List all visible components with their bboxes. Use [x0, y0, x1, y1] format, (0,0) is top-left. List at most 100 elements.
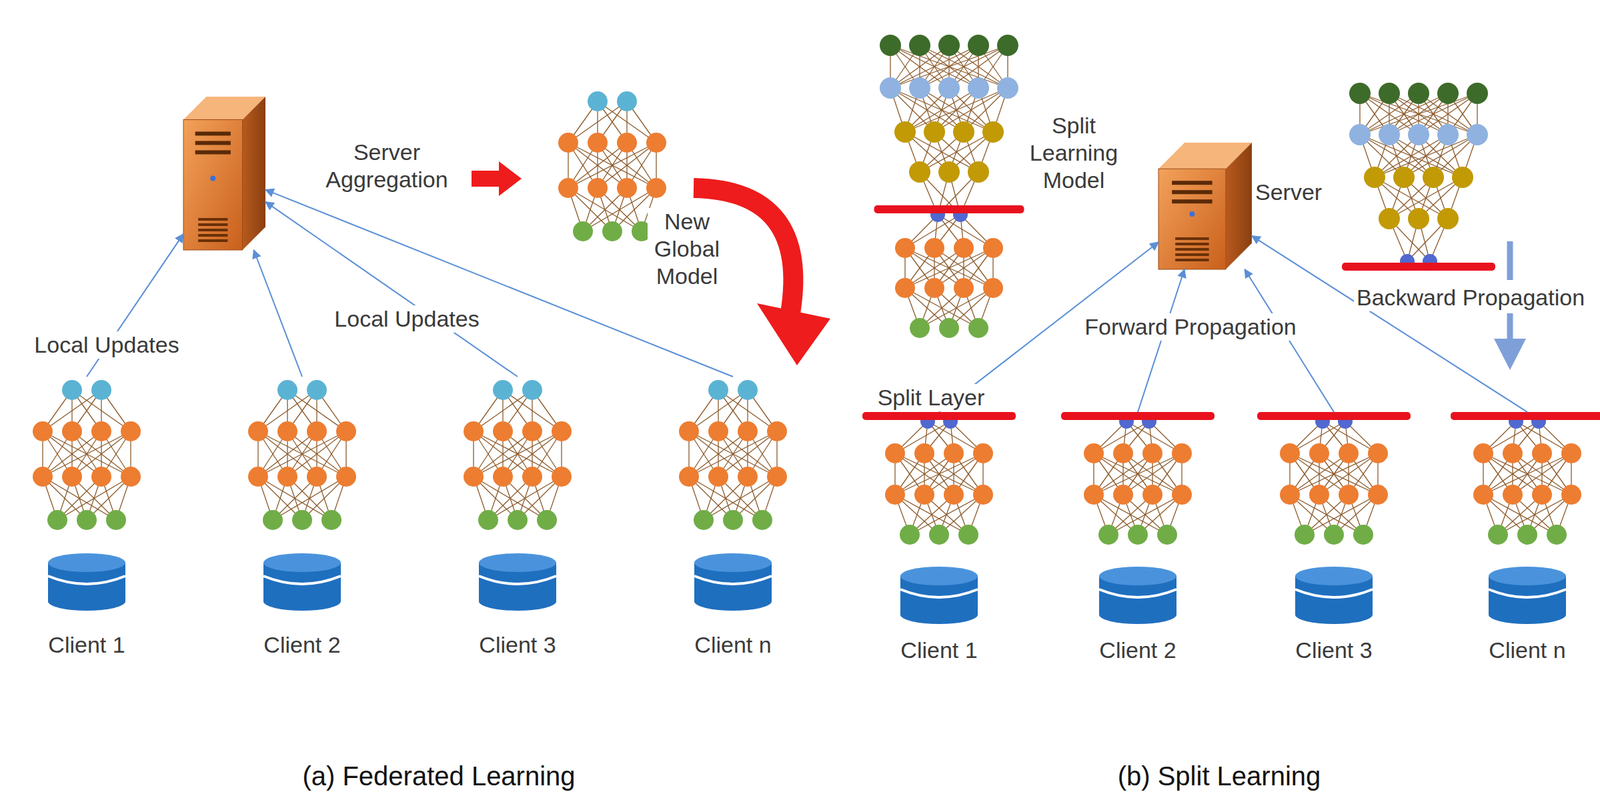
- neural-network: [1349, 82, 1488, 269]
- server-vent: [198, 223, 228, 227]
- neuron: [1083, 443, 1104, 464]
- node-label: Server: [1255, 178, 1342, 207]
- neuron: [894, 121, 916, 143]
- red-curved-arrowhead: [756, 303, 831, 366]
- neuron: [262, 510, 283, 531]
- neuron: [895, 278, 916, 299]
- neuron: [1098, 524, 1119, 545]
- network-link: [258, 431, 347, 477]
- database-bottom: [1488, 605, 1566, 625]
- backward-arrow: [1507, 241, 1514, 281]
- neuron: [1294, 524, 1315, 545]
- neuron: [463, 466, 484, 487]
- database-icon: [263, 553, 341, 611]
- neural-network: [248, 380, 357, 531]
- neuron: [968, 318, 989, 339]
- neuron: [1407, 208, 1430, 230]
- neuron: [1378, 208, 1400, 230]
- neuron: [939, 318, 960, 339]
- network-link: [1359, 93, 1448, 135]
- neuron: [1309, 484, 1330, 505]
- neuron: [522, 380, 543, 401]
- neuron: [646, 178, 667, 199]
- neuron: [938, 161, 960, 183]
- neural-network: [678, 380, 787, 531]
- neuron: [492, 421, 513, 442]
- connector: [265, 202, 518, 377]
- node-label: Client 1: [900, 636, 978, 665]
- server-side: [1225, 142, 1252, 270]
- neuron: [982, 121, 1004, 143]
- database-top: [48, 553, 126, 573]
- neuron: [306, 421, 327, 442]
- client-node: Client n: [1450, 412, 1600, 669]
- server-node: Server Aggregation: [183, 96, 266, 251]
- neuron: [752, 510, 773, 531]
- annotation-label: Backward Propagation: [1353, 284, 1588, 312]
- neuron: [1451, 166, 1474, 189]
- neuron: [478, 510, 499, 531]
- neuron: [929, 524, 950, 545]
- neuron: [1171, 443, 1192, 464]
- network-link: [42, 431, 131, 477]
- neuron: [879, 34, 902, 57]
- server-vent: [1175, 253, 1209, 257]
- network-link: [919, 45, 1008, 89]
- neuron: [1338, 484, 1359, 505]
- database-bottom: [694, 592, 772, 611]
- database-top: [1295, 566, 1373, 586]
- server-slot: [1171, 180, 1212, 185]
- neuron: [1393, 166, 1415, 189]
- neuron: [62, 380, 83, 401]
- server-vent: [1175, 258, 1209, 262]
- neuron: [587, 132, 608, 153]
- database-band: [478, 576, 557, 585]
- annotation-label: Split Learning Model: [1021, 112, 1127, 194]
- network-link: [1389, 93, 1478, 135]
- neuron: [1466, 82, 1488, 105]
- neuron: [62, 466, 83, 487]
- neuron: [997, 77, 1019, 99]
- annotation-label: Forward Propagation: [1081, 313, 1300, 341]
- neuron: [1531, 443, 1552, 464]
- server-vent: [198, 239, 228, 243]
- neuron: [914, 443, 935, 464]
- client-node: Client 2: [235, 376, 369, 664]
- neuron: [1407, 124, 1430, 146]
- server-vent: [1175, 242, 1209, 246]
- network-link: [1289, 453, 1378, 495]
- neuron: [967, 77, 990, 99]
- neuron: [536, 510, 557, 531]
- neuron: [1349, 124, 1371, 146]
- server-slot: [1171, 190, 1212, 195]
- neuron: [1349, 82, 1371, 105]
- database-top: [1488, 566, 1566, 586]
- database-icon: [48, 553, 126, 611]
- node-label: Client 3: [1295, 636, 1372, 665]
- annotation-label: Local Updates: [331, 305, 482, 333]
- network-link: [688, 431, 777, 477]
- neuron: [1113, 484, 1134, 505]
- neuron: [973, 443, 994, 464]
- server-vent: [1175, 237, 1209, 241]
- neuron: [1157, 524, 1178, 545]
- database-top: [900, 566, 978, 586]
- neuron: [1422, 166, 1444, 189]
- neuron: [321, 510, 342, 531]
- neuron: [953, 121, 975, 143]
- neuron: [292, 510, 313, 531]
- neuron: [616, 132, 637, 153]
- server-vent: [198, 218, 228, 221]
- neuron: [1142, 443, 1163, 464]
- network-link: [1483, 453, 1572, 495]
- node-label: Client n: [694, 631, 771, 659]
- neuron: [909, 318, 930, 339]
- neuron: [106, 510, 127, 531]
- neuron: [551, 421, 572, 442]
- neuron: [91, 380, 112, 401]
- network-link: [890, 45, 979, 89]
- connector: [1244, 269, 1334, 413]
- neuron: [277, 466, 298, 487]
- neuron: [1546, 524, 1567, 545]
